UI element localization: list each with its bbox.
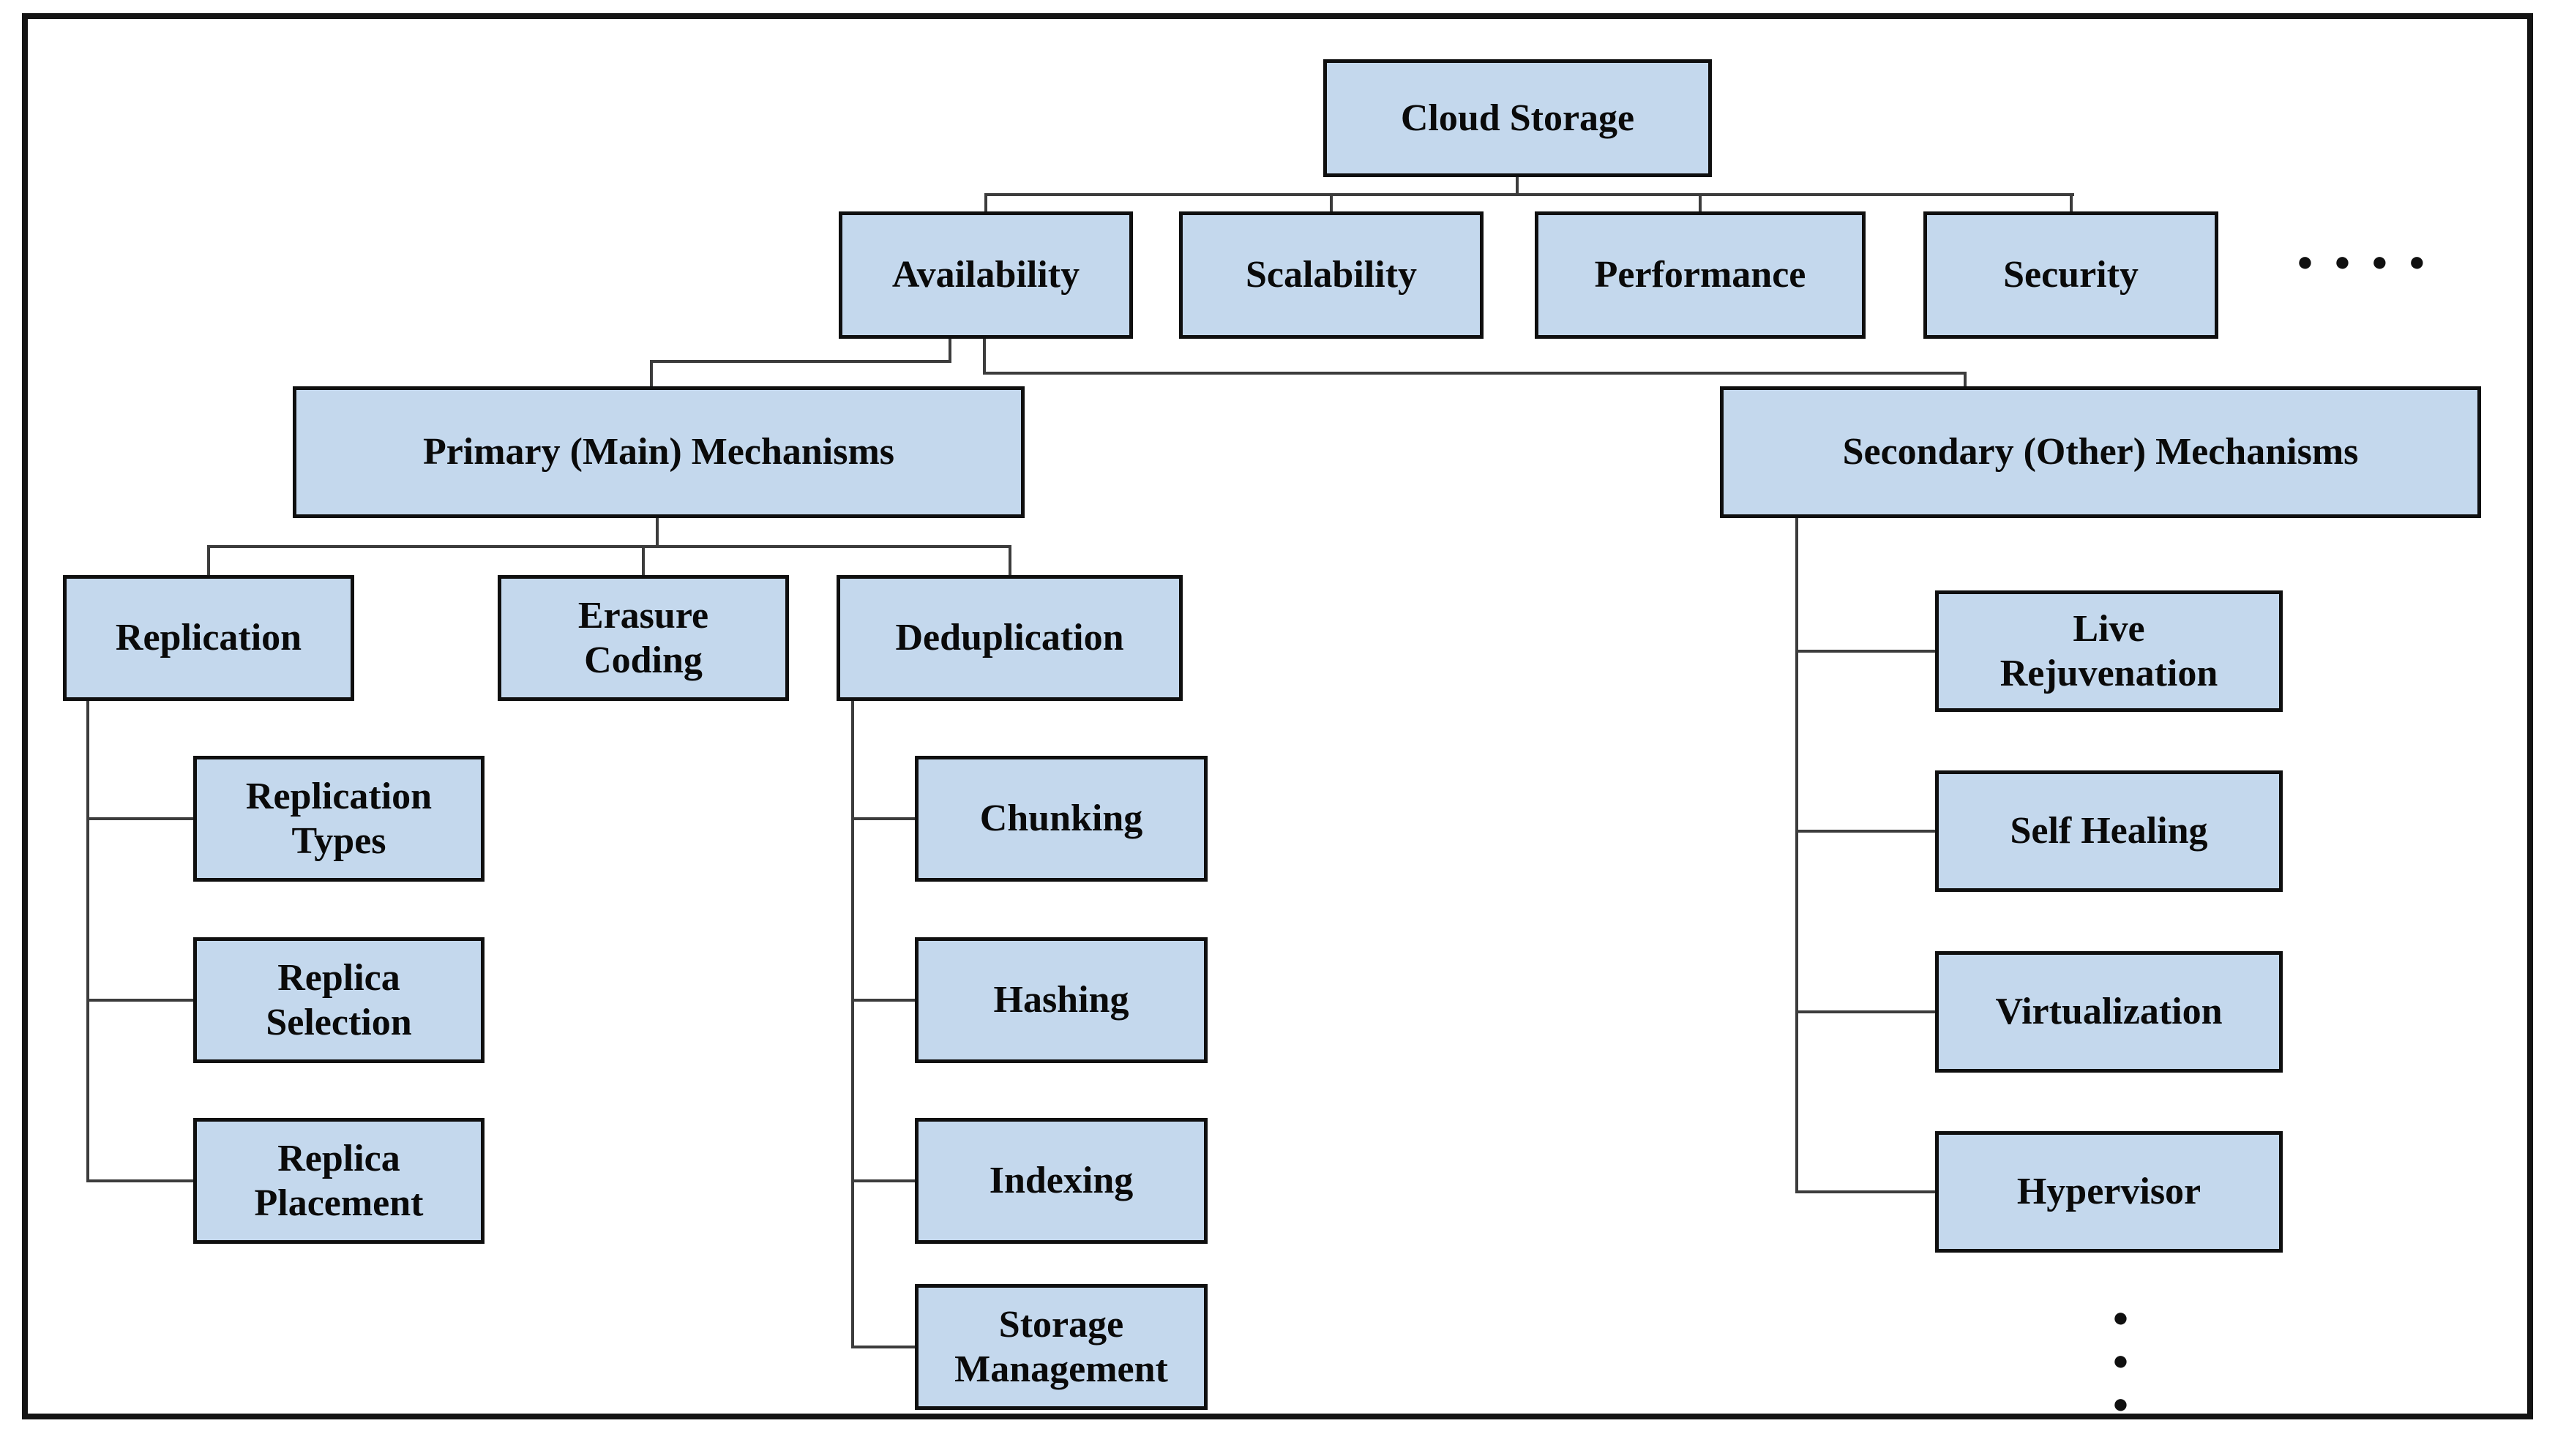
connector-line [851,701,854,1348]
connector-line [642,545,645,577]
node-performance: Performance [1535,211,1866,339]
connector-line [1964,372,1967,388]
node-hypervisor: Hypervisor [1935,1131,2283,1253]
connector-line [86,999,193,1002]
connector-line [983,372,1967,375]
node-replica-placement: Replica Placement [193,1118,485,1244]
connector-line [984,193,987,214]
connector-line [86,817,193,820]
connector-line [86,701,89,1182]
connector-line [1795,518,1798,1193]
connector-line [651,360,951,363]
node-self-healing: Self Healing [1935,770,2283,892]
horizontal-ellipsis: ●●●● [2297,247,2446,277]
node-deduplication: Deduplication [837,575,1183,701]
connector-line [1795,830,1935,833]
connector-line [986,193,2074,196]
node-live-rejuvenation: Live Rejuvenation [1935,590,2283,712]
node-secondary-mechanisms: Secondary (Other) Mechanisms [1720,386,2481,518]
node-availability: Availability [839,211,1133,339]
node-scalability: Scalability [1179,211,1484,339]
connector-line [1795,650,1935,653]
diagram-frame [22,13,2533,1419]
connector-line [851,817,915,820]
connector-line [1699,193,1702,214]
connector-line [983,339,986,373]
node-replica-selection: Replica Selection [193,937,485,1063]
connector-line [207,545,210,577]
connector-line [86,1179,193,1182]
node-hashing: Hashing [915,937,1208,1063]
connector-line [2070,193,2073,214]
node-indexing: Indexing [915,1118,1208,1244]
node-storage-management: Storage Management [915,1284,1208,1410]
connector-line [949,339,951,363]
connector-line [207,545,1011,548]
connector-line [1795,1190,1935,1193]
connector-line [650,360,653,388]
connector-line [1795,1010,1935,1013]
connector-line [851,1346,915,1348]
node-erasure-coding: Erasure Coding [498,575,789,701]
node-security: Security [1923,211,2218,339]
connector-line [851,1179,915,1182]
node-chunking: Chunking [915,756,1208,882]
node-primary-mechanisms: Primary (Main) Mechanisms [293,386,1025,518]
vertical-ellipsis: ● ● ● [2112,1302,2129,1419]
node-virtualization: Virtualization [1935,951,2283,1073]
node-cloud-storage: Cloud Storage [1323,59,1712,177]
connector-line [851,999,915,1002]
connector-line [1009,545,1011,577]
connector-line [1330,193,1333,214]
node-replication-types: Replication Types [193,756,485,882]
node-replication: Replication [63,575,354,701]
connector-line [1516,177,1519,195]
connector-line [656,518,659,548]
